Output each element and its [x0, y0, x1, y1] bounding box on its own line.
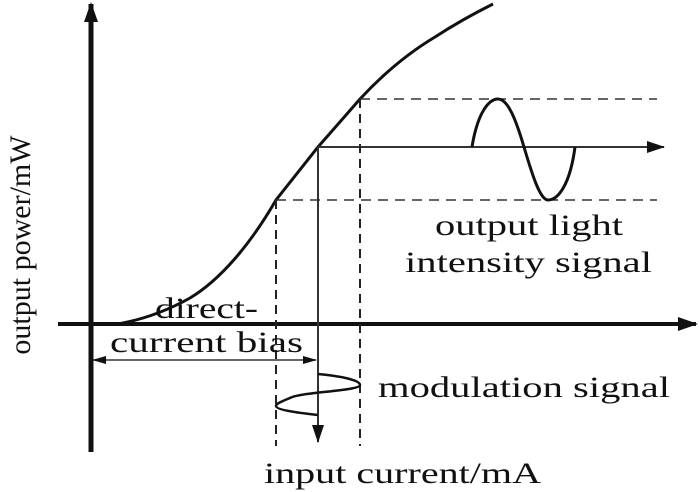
x-axis-label: input current/mA [264, 457, 541, 490]
dc-bias-label-line2: current bias [110, 326, 303, 359]
y-axis-label: output power/mW [4, 135, 37, 355]
modulation-waveform [274, 372, 362, 417]
dc-bias-label-line1: direct- [155, 292, 258, 325]
output-light-waveform [470, 97, 577, 202]
modulation-signal-label: modulation signal [378, 371, 670, 404]
output-signal-label-line1: output light [435, 209, 624, 242]
output-signal-label-line2: intensity signal [405, 246, 652, 279]
